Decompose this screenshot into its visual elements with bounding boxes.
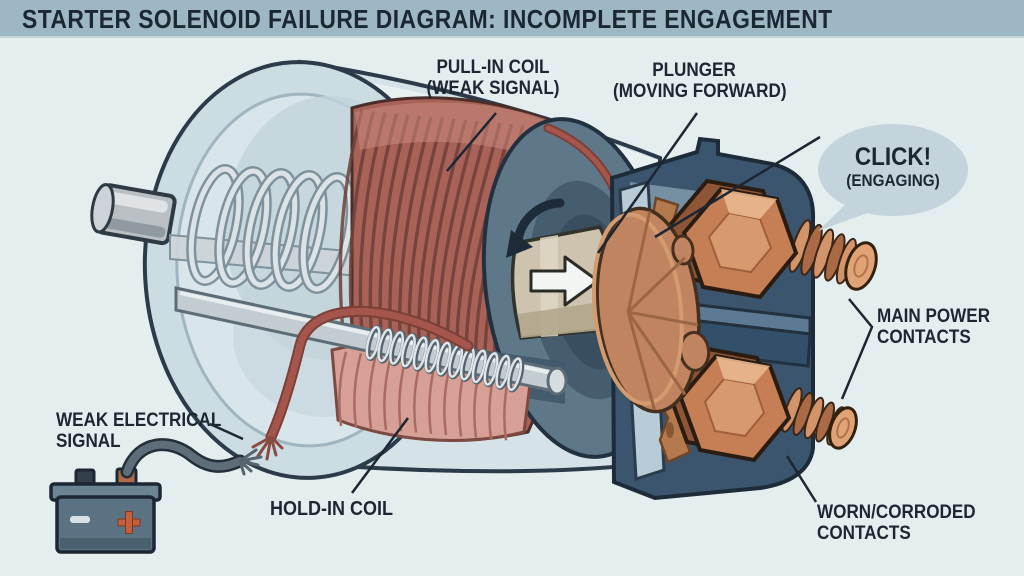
frayed-gray-strands	[238, 448, 263, 476]
battery-minus-symbol	[70, 516, 90, 523]
hold-in-winding-rod	[174, 286, 568, 396]
callout-pull-in-coil: PULL-IN COIL (WEAK SIGNAL)	[426, 57, 560, 100]
battery-plus-symbol	[117, 511, 141, 534]
leader-lines	[209, 112, 874, 503]
callout-weak-electrical-signal: WEAK ELECTRICAL SIGNAL	[56, 410, 222, 453]
callout-main-power-contacts: MAIN POWER CONTACTS	[877, 306, 991, 349]
diagram-title: STARTER SOLENOID FAILURE DIAGRAM: INCOMP…	[22, 4, 833, 34]
callout-plunger: PLUNGER (MOVING FORWARD)	[613, 60, 787, 103]
contact-disc	[591, 206, 711, 414]
callout-worn-corroded-contacts: WORN/CORRODED CONTACTS	[817, 502, 976, 545]
rotation-arrow-icon	[506, 198, 565, 258]
return-spring	[169, 164, 471, 294]
frayed-red-strands	[251, 435, 284, 461]
battery-wire	[120, 438, 263, 479]
title-bar: STARTER SOLENOID FAILURE DIAGRAM: INCOMP…	[0, 0, 1024, 38]
output-shaft	[90, 183, 177, 246]
callout-hold-in-coil: HOLD-IN COIL	[270, 498, 393, 520]
signal-wire-red	[251, 306, 474, 461]
callout-click-engaging: CLICK! (ENGAGING)	[846, 143, 940, 190]
forward-arrow-icon	[529, 255, 600, 307]
battery	[49, 467, 162, 554]
terminal-bolt-upper	[667, 178, 878, 300]
click-bubble	[818, 124, 968, 231]
terminal-bolt-lower	[665, 345, 858, 463]
